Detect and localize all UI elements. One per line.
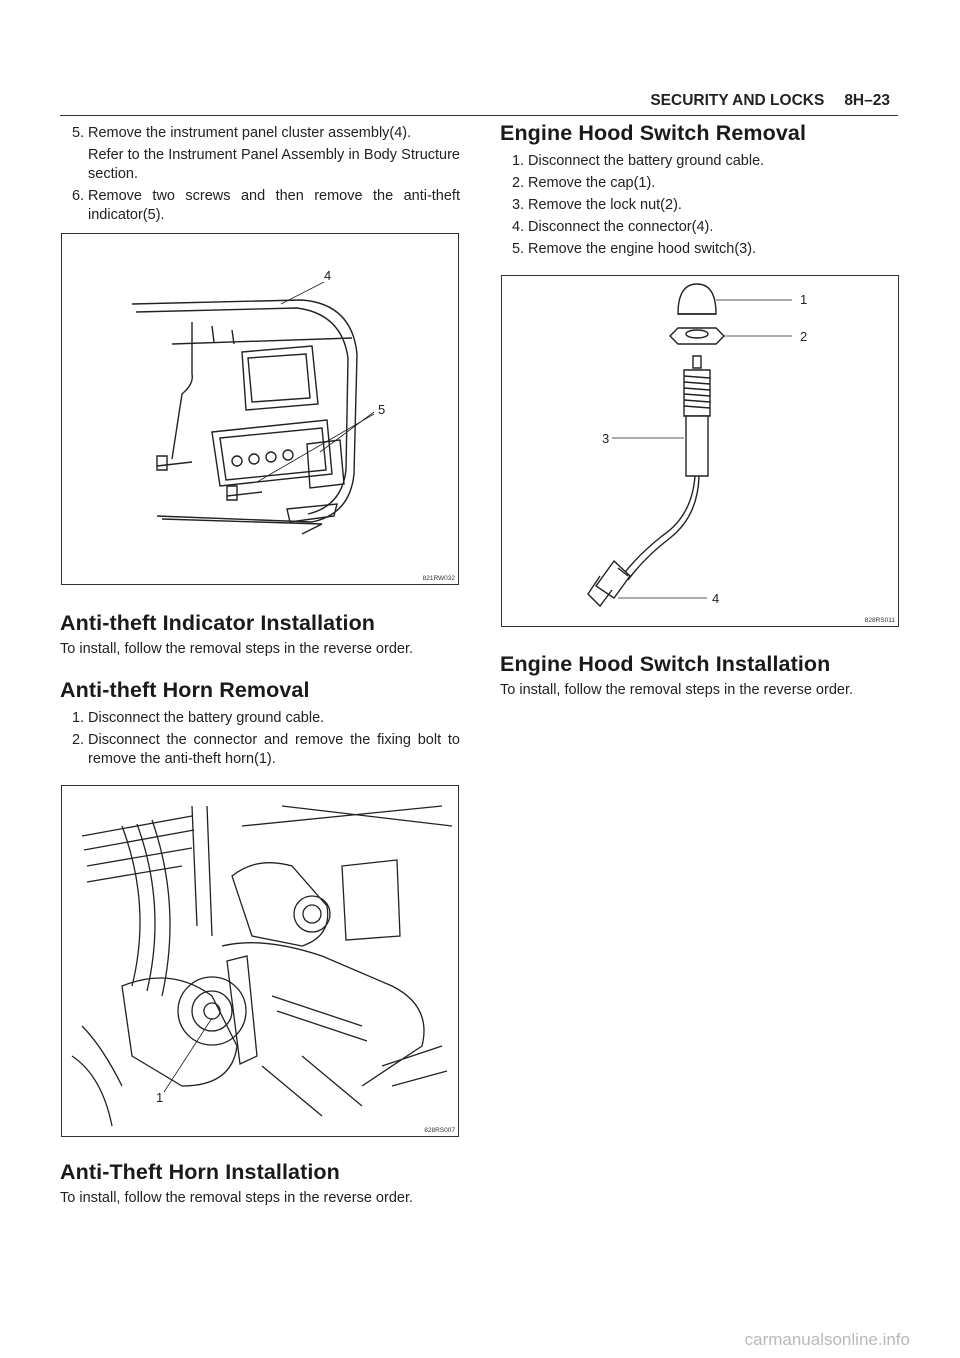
figure-indicator: 4 5 821RW032 [61,233,459,585]
step-number: 2. [72,732,85,748]
step-text: Disconnect the battery ground cable. [88,710,325,726]
horn-removal-section: Anti-theft Horn Removal 1. Disconnect th… [60,678,460,772]
step-text: Remove the lock nut(2). [528,197,682,213]
figure-hood-switch: 1 2 3 4 828RS011 [501,275,899,627]
hood-removal-section: Engine Hood Switch Removal 1. Disconnect… [500,121,900,262]
step-number: 5. [72,125,85,141]
figure-horn: 1 828RS007 [61,785,459,1137]
section-title: Anti-theft Indicator Installation [60,611,376,635]
step-6: 6. Remove two screws and then remove the… [60,187,460,225]
callout-5: 5 [378,402,385,417]
left-column: 5. Remove the instrument panel cluster a… [60,124,460,228]
callout-4: 4 [324,268,331,283]
step-3: 3. Remove the lock nut(2). [500,196,900,215]
section-text: To install, follow the removal steps in … [60,1190,413,1206]
section-title: Engine Hood Switch Installation [500,652,831,676]
header-rule [60,115,898,116]
callout-3: 3 [602,431,609,446]
step-number: 4. [512,219,525,235]
section-title: Anti-Theft Horn Installation [60,1160,340,1184]
hood-switch-illustration: 1 2 3 4 [587,283,807,608]
step-5-note: Refer to the Instrument Panel Assembly i… [88,147,460,182]
step-text: Remove the cap(1). [528,175,656,191]
section-title: Anti-theft Horn Removal [60,678,310,702]
figure-code: 828RS011 [864,617,895,624]
section-text: To install, follow the removal steps in … [500,682,853,698]
header-section-title: SECURITY AND LOCKS [650,92,825,109]
step-text: Remove the instrument panel cluster asse… [88,125,412,141]
figure-code: 828RS007 [424,1127,455,1134]
callout-4: 4 [712,591,719,606]
step-4: 4. Disconnect the connector(4). [500,218,900,237]
horn-installation-section: Anti-Theft Horn Installation To install,… [60,1160,470,1208]
step-2: 2. Disconnect the connector and remove t… [60,731,460,769]
step-number: 1. [512,153,525,169]
step-text: Disconnect the connector(4). [528,219,714,235]
horn-illustration: 1 [71,805,453,1127]
step-1: 1. Disconnect the battery ground cable. [60,709,460,728]
hood-installation-section: Engine Hood Switch Installation To insta… [500,652,910,700]
page-header: SECURITY AND LOCKS 8H–23 [600,92,890,110]
step-1: 1. Disconnect the battery ground cable. [500,152,900,171]
callout-2: 2 [800,329,807,344]
step-5: 5. Remove the engine hood switch(3). [500,240,900,259]
indicator-illustration: 4 5 [131,268,385,535]
figure-code: 821RW032 [422,575,455,582]
step-number: 5. [512,241,525,257]
step-5: 5. Remove the instrument panel cluster a… [60,124,460,143]
header-page-number: 8H–23 [844,92,890,109]
watermark: carmanualsonline.info [744,1330,910,1349]
step-text: Remove two screws and then remove the an… [88,188,460,223]
callout-1: 1 [156,1090,163,1105]
step-number: 2. [512,175,525,191]
step-number: 1. [72,710,85,726]
step-number: 3. [512,197,525,213]
step-2: 2. Remove the cap(1). [500,174,900,193]
section-text: To install, follow the removal steps in … [60,641,413,657]
step-text: Disconnect the battery ground cable. [528,153,765,169]
indicator-installation-section: Anti-theft Indicator Installation To ins… [60,611,470,659]
section-title: Engine Hood Switch Removal [500,121,807,145]
step-text: Disconnect the connector and remove the … [88,732,460,767]
callout-1: 1 [800,292,807,307]
step-number: 6. [72,188,85,204]
step-text: Remove the engine hood switch(3). [528,241,757,257]
